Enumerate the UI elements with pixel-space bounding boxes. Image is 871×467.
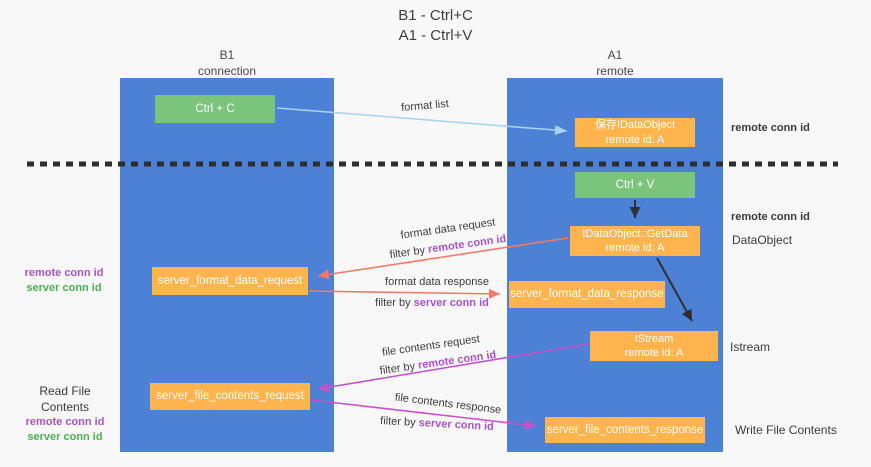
box-istream-line1: IStream bbox=[634, 332, 674, 345]
filter-by-text: filter by bbox=[375, 297, 411, 309]
title-line-2: A1 - Ctrl+V bbox=[398, 27, 473, 45]
server-conn-id-text: server conn id bbox=[413, 297, 489, 309]
box-istream-line2: remote id: A bbox=[624, 347, 684, 359]
label-format-list: format list bbox=[400, 97, 450, 115]
left-conn-id-group-2: Read File Contents remote conn id server… bbox=[15, 383, 115, 445]
remote-conn-id-text: remote conn id bbox=[427, 232, 507, 256]
title-line-1: B1 - Ctrl+C bbox=[398, 7, 473, 24]
left-column-role: connection bbox=[197, 63, 257, 78]
left-server-conn-id-2: server conn id bbox=[27, 431, 103, 444]
box-ctrl-v: Ctrl + V bbox=[575, 172, 695, 198]
box-file-request-label: server_file_contents_request bbox=[156, 390, 304, 403]
right-column-role: remote bbox=[596, 63, 634, 78]
side-write-file-contents: Write File Contents bbox=[735, 423, 837, 437]
filter-by-text: filter by bbox=[389, 244, 426, 262]
label-filter-server-conn-id-2: filter by server conn id bbox=[380, 415, 494, 433]
box-server-file-contents-request: server_file_contents_request bbox=[150, 383, 310, 410]
server-conn-id-text: server conn id bbox=[418, 417, 495, 433]
box-ctrl-c: Ctrl + C bbox=[155, 95, 275, 123]
right-column-name: A1 bbox=[607, 48, 623, 62]
side-remote-conn-id-mid: remote conn id bbox=[731, 211, 810, 223]
side-remote-conn-id-top: remote conn id bbox=[731, 122, 810, 134]
left-column-header: B1 connection bbox=[120, 48, 334, 79]
box-istream: IStream remote id: A bbox=[590, 331, 718, 361]
page-title: B1 - Ctrl+C A1 - Ctrl+V bbox=[0, 6, 871, 47]
box-save-idataobject-line2: remote id: A bbox=[605, 133, 665, 146]
left-server-conn-id-1: server conn id bbox=[26, 281, 102, 294]
box-ctrl-c-label: Ctrl + C bbox=[195, 102, 235, 115]
filter-by-text: filter by bbox=[379, 415, 416, 429]
filter-by-text: filter by bbox=[379, 360, 416, 378]
box-getdata-line2: remote id: A bbox=[605, 242, 665, 254]
box-idataobject-getdata: IDataObject::GetData remote id: A bbox=[570, 226, 700, 256]
right-column-header: A1 remote bbox=[507, 48, 723, 79]
side-dataobject: DataObject bbox=[732, 233, 793, 247]
arrow-format-data-response bbox=[308, 288, 501, 299]
left-remote-conn-id-1: remote conn id bbox=[24, 267, 104, 279]
box-server-format-data-request: server_format_data_request bbox=[152, 267, 308, 295]
box-ctrl-v-label: Ctrl + V bbox=[615, 178, 655, 191]
box-save-idataobject-line1: 保存IDataObject bbox=[594, 119, 676, 132]
left-column-name: B1 bbox=[219, 48, 235, 62]
box-format-request-label: server_format_data_request bbox=[157, 274, 303, 287]
box-server-file-contents-response: server_file_contents_response bbox=[545, 417, 705, 443]
box-file-response-label: server_file_contents_response bbox=[546, 423, 704, 436]
side-read-file-contents: Read File Contents bbox=[39, 384, 91, 415]
label-format-data-response: format data response bbox=[385, 276, 489, 288]
left-conn-id-group-1: remote conn id server conn id bbox=[14, 266, 114, 296]
label-file-contents-response: file contents response bbox=[394, 391, 502, 417]
left-remote-conn-id-2: remote conn id bbox=[25, 416, 105, 429]
box-save-idataobject: 保存IDataObject remote id: A bbox=[575, 118, 695, 147]
box-server-format-data-response: server_format_data_response bbox=[509, 281, 665, 308]
box-format-response-label: server_format_data_response bbox=[510, 288, 664, 301]
label-filter-server-conn-id-1: filter by server conn id bbox=[375, 297, 489, 309]
side-istream: Istream bbox=[730, 340, 771, 354]
box-getdata-line1: IDataObject::GetData bbox=[582, 227, 688, 240]
